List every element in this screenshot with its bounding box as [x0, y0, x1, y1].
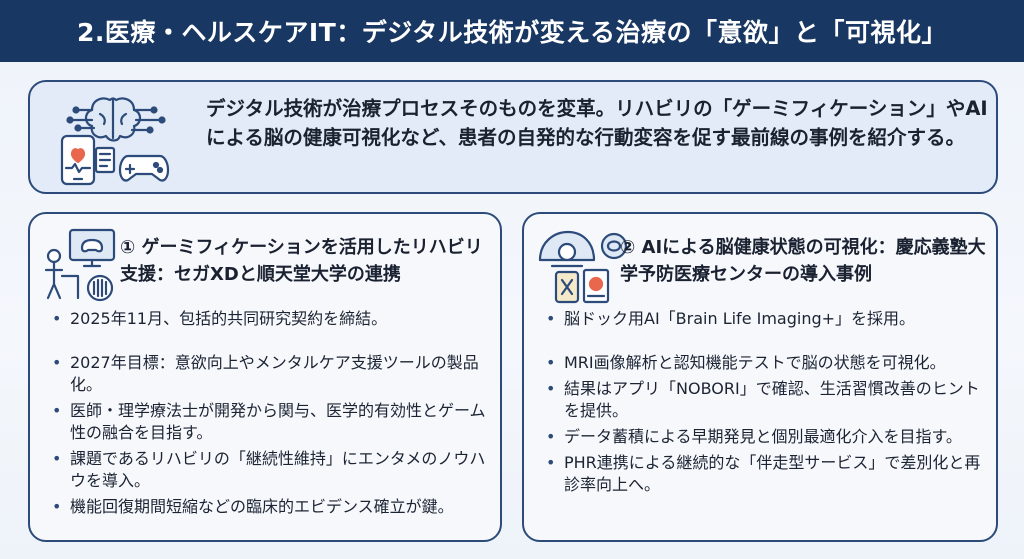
- list-item: 医師・理学療法士が開発から関与、医学的有効性とゲーム性の融合を目指す。: [46, 400, 492, 444]
- mri-brain-icon: [532, 226, 632, 306]
- intro-box: デジタル技術が治療プロセスそのものを変革。リハビリの「ゲーミフィケーション」やA…: [28, 80, 998, 194]
- list-item: 2027年目標：意欲向上やメンタルケア支援ツールの製品化。: [46, 352, 492, 396]
- list-item: データ蓄積による早期発見と個別最適化介入を目指す。: [540, 426, 986, 448]
- intro-text: デジタル技術が治療プロセスそのものを変革。リハビリの「ゲーミフィケーション」やA…: [206, 97, 988, 149]
- card-ai-brain-health: ② AIによる脳健康状態の可視化：慶応義塾大学予防医療センターの導入事例 脳ドッ…: [522, 212, 998, 542]
- list-item: 課題であるリハビリの「継続性維持」にエンタメのノウハウを導入。: [46, 448, 492, 492]
- list-item: PHR連携による継続的な「伴走型サービス」で差別化と再診率向上へ。: [540, 452, 986, 496]
- list-item: 2025年11月、包括的共同研究契約を締結。: [46, 308, 492, 330]
- page-title: 2.医療・ヘルスケアIT：デジタル技術が変える治療の「意欲」と「可視化」: [77, 18, 947, 47]
- list-item: 機能回復期間短縮などの臨床的エビデンス確立が鍵。: [46, 496, 492, 518]
- card-heading: ② AIによる脳健康状態の可視化：慶応義塾大学予防医療センターの導入事例: [620, 237, 986, 285]
- list-item: MRI画像解析と認知機能テストで脳の状態を可視化。: [540, 352, 986, 374]
- card-heading: ① ゲーミフィケーションを活用したリハビリ支援：セガXDと順天堂大学の連携: [120, 237, 483, 285]
- list-item: 脳ドック用AI「Brain Life Imaging+」を採用。: [540, 308, 986, 330]
- card-gamification: ① ゲーミフィケーションを活用したリハビリ支援：セガXDと順天堂大学の連携 20…: [28, 212, 502, 542]
- game-controller-icon: [118, 154, 170, 182]
- smartphone-heart-icon: [60, 134, 116, 186]
- rehab-gaming-icon: [38, 226, 138, 306]
- brain-circuit-icon: [66, 97, 166, 142]
- card-bullet-list: 2025年11月、包括的共同研究契約を締結。 2027年目標：意欲向上やメンタル…: [46, 308, 492, 522]
- title-bar: 2.医療・ヘルスケアIT：デジタル技術が変える治療の「意欲」と「可視化」: [0, 0, 1024, 62]
- intro-icon-group: [52, 90, 182, 188]
- list-item: 結果はアプリ「NOBORI」で確認、生活習慣改善のヒントを提供。: [540, 378, 986, 422]
- card-bullet-list: 脳ドック用AI「Brain Life Imaging+」を採用。 MRI画像解析…: [540, 308, 986, 500]
